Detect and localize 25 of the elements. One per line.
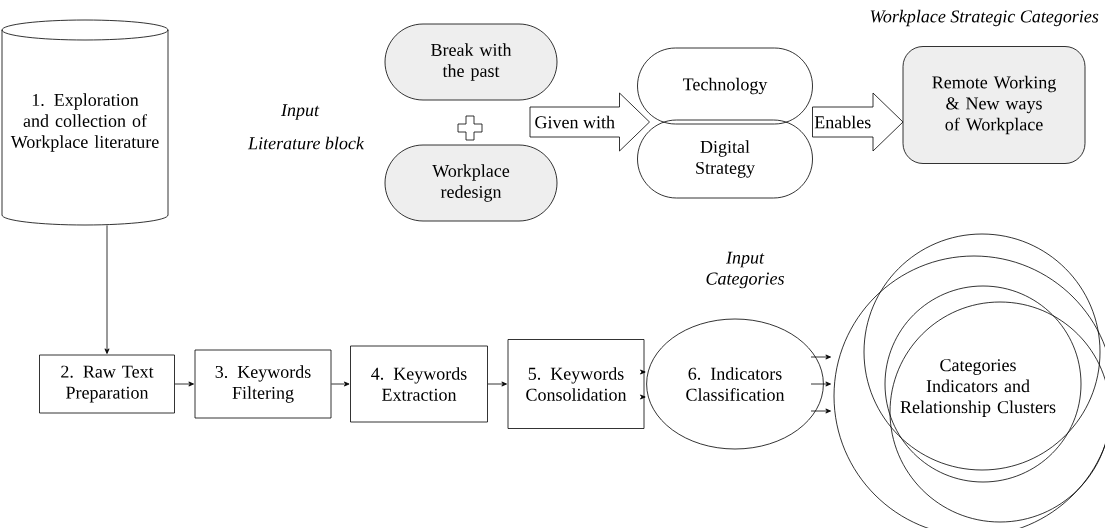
arrow	[331, 381, 350, 387]
annotation-label: Input	[280, 104, 320, 120]
arrow	[104, 225, 110, 354]
rounded-node: Digital Strategy	[637, 119, 813, 199]
arrow	[640, 369, 646, 375]
rounded-node: Technology	[637, 47, 813, 125]
arrow	[810, 381, 831, 387]
arrow	[487, 381, 507, 387]
process-box: 3. Keywords Filtering	[194, 349, 332, 419]
process-box: 4. Keywords Extraction	[350, 345, 488, 423]
arrow	[640, 394, 646, 400]
arrow	[810, 408, 831, 414]
node-label: 1. Exploration and collection of Workplace literature	[10, 93, 159, 152]
process-box: 5. Keywords Consolidation	[507, 339, 645, 429]
process-box: 2. Raw Text Preparation	[39, 354, 175, 414]
rounded-box: Remote Working & New ways of Workplace	[902, 46, 1086, 164]
database-cylinder: 1. Exploration and collection of Workplace literature	[1, 19, 169, 226]
annotation-label: Input Categories	[706, 251, 784, 289]
annotation-label: Workplace Strategic Categories	[870, 9, 1099, 27]
arrow	[810, 354, 831, 360]
arrow	[174, 381, 194, 387]
rounded-node: Break with the past	[384, 23, 558, 101]
annotation-label: Literature block	[247, 136, 365, 150]
rounded-node: Workplace redesign	[384, 144, 558, 222]
overlapping-circles-drawing: Categories Indicators and Relationship Clusters	[833, 233, 1105, 528]
